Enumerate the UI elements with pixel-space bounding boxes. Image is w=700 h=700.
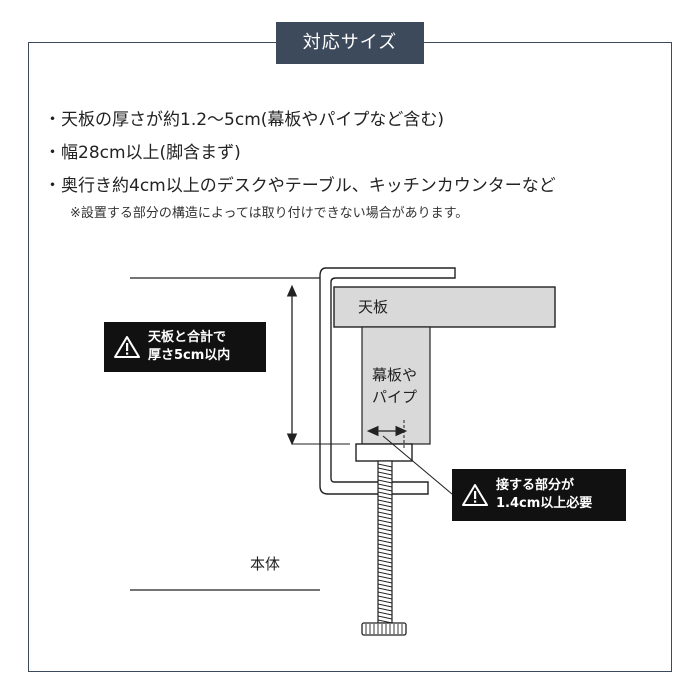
warning-total-line1: 天板と合計で	[148, 330, 227, 345]
warning-contact-width: 接する部分が 1.4cm以上必要	[452, 469, 626, 521]
apron-label-line1: 幕板や	[372, 366, 418, 384]
warning-icon	[114, 336, 140, 358]
warning-total-thickness: 天板と合計で 厚さ5cm以内	[104, 322, 266, 372]
apron-label: 幕板や パイプ	[372, 364, 417, 408]
warning-contact-line2: 1.4cm以上必要	[496, 496, 593, 511]
section-title: 対応サイズ	[276, 22, 424, 64]
screw-knob	[361, 622, 407, 636]
tabletop-label: 天板	[358, 298, 389, 316]
apron	[361, 326, 431, 445]
clamp-frame	[319, 267, 456, 495]
body-label: 本体	[250, 555, 281, 573]
apron-label-line2: パイプ	[372, 388, 418, 406]
spec-item-thickness: ・天板の厚さが約1.2〜5cm(幕板やパイプなど含む)	[44, 110, 445, 130]
contact-leader-line	[382, 435, 453, 495]
tabletop	[333, 286, 556, 328]
warning-total-line2: 厚さ5cm以内	[148, 348, 231, 363]
warning-icon	[462, 484, 488, 506]
warning-contact-line1: 接する部分が	[496, 478, 575, 493]
spec-list: ・天板の厚さが約1.2〜5cm(幕板やパイプなど含む) ・幅28cm以上(脚含ま…	[44, 104, 674, 225]
install-note: ※設置する部分の構造によっては取り付けできない場合があります。	[70, 206, 469, 221]
spec-item-depth: ・奥行き約4cm以上のデスクやテーブル、キッチンカウンターなど	[44, 176, 556, 196]
spec-item-width: ・幅28cm以上(脚含まず)	[44, 143, 241, 163]
screw-shaft	[377, 460, 393, 624]
